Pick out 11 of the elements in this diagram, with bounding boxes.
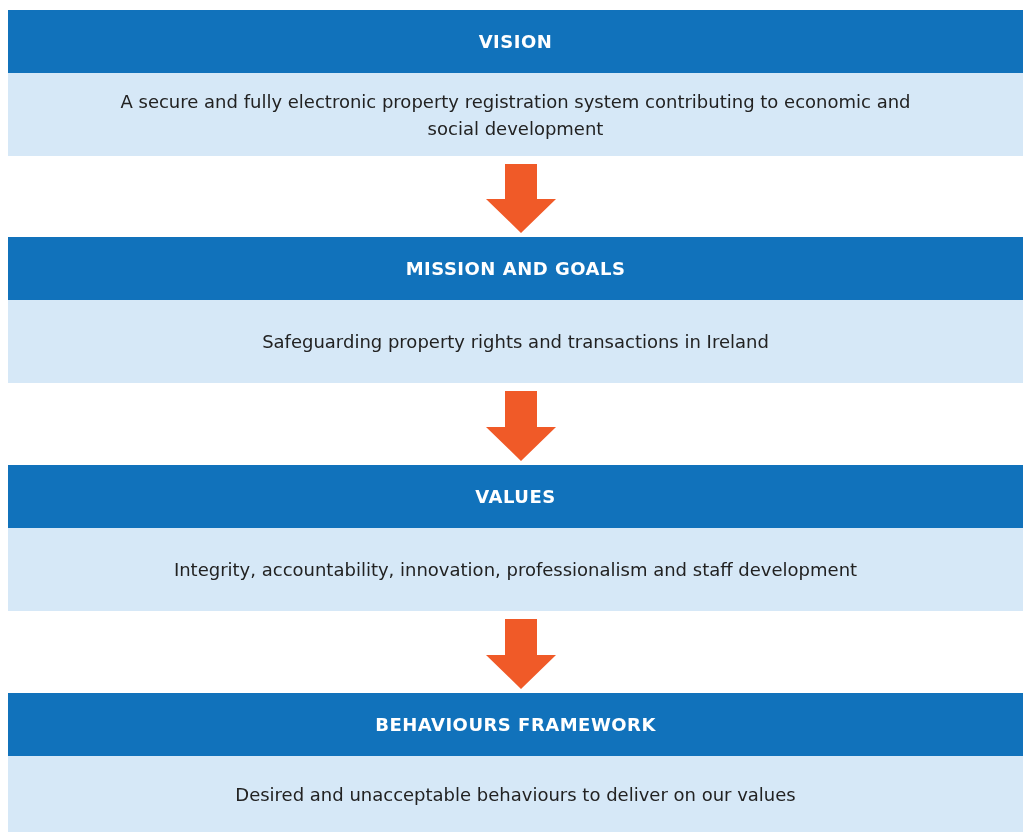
- description-band: Safeguarding property rights and transactions in Ireland: [8, 300, 1023, 383]
- heading-band: BEHAVIOURS FRAMEWORK: [8, 693, 1023, 756]
- heading-band: MISSION AND GOALS: [8, 237, 1023, 300]
- heading-band: VALUES: [8, 465, 1023, 528]
- down-arrow: [486, 619, 556, 689]
- down-arrow: [486, 164, 556, 233]
- down-arrow: [486, 391, 556, 461]
- heading-band: VISION: [8, 10, 1023, 73]
- description-band: A secure and fully electronic property registration system contributing to economic and social development: [8, 73, 1023, 156]
- description-band: Integrity, accountability, innovation, professionalism and staff development: [8, 528, 1023, 611]
- description-band: Desired and unacceptable behaviours to deliver on our values: [8, 756, 1023, 832]
